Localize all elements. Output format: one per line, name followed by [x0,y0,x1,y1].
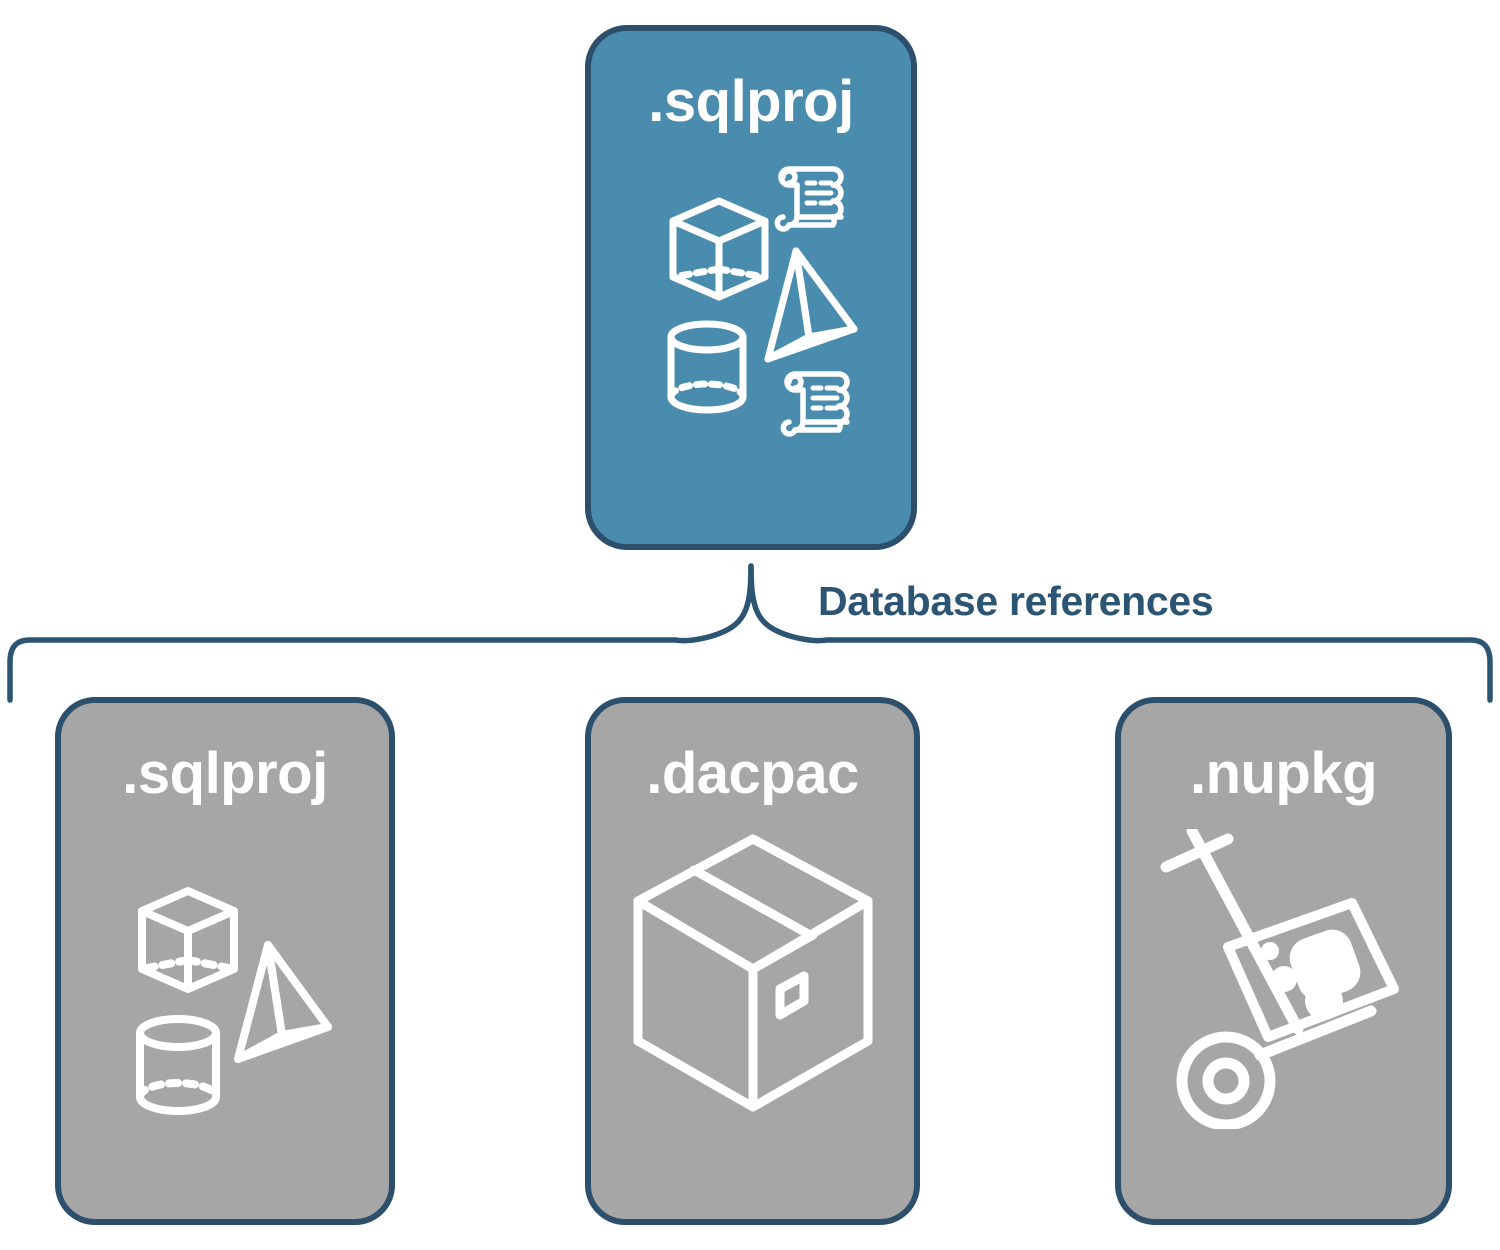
node-reference-sqlproj[interactable]: .sqlproj [55,697,395,1225]
node-reference-dacpac-label: .dacpac [646,741,859,806]
node-reference-sqlproj-label: .sqlproj [122,741,328,806]
db-objects-shapes-scripts-icon [667,166,858,437]
node-sqlproj-source[interactable]: .sqlproj [585,25,917,550]
node-reference-nupkg-label: .nupkg [1189,741,1378,806]
brace-label-database-references: Database references [818,578,1214,624]
node-reference-dacpac[interactable]: .dacpac [585,697,920,1225]
database-references-brace [7,563,1493,703]
package-box-icon [633,834,872,1112]
node-reference-nupkg[interactable]: .nupkg [1115,697,1452,1225]
node-sqlproj-source-label: .sqlproj [648,69,854,134]
db-objects-shapes-icon [136,887,332,1115]
hand-truck-nuget-package-icon [1160,829,1399,1129]
